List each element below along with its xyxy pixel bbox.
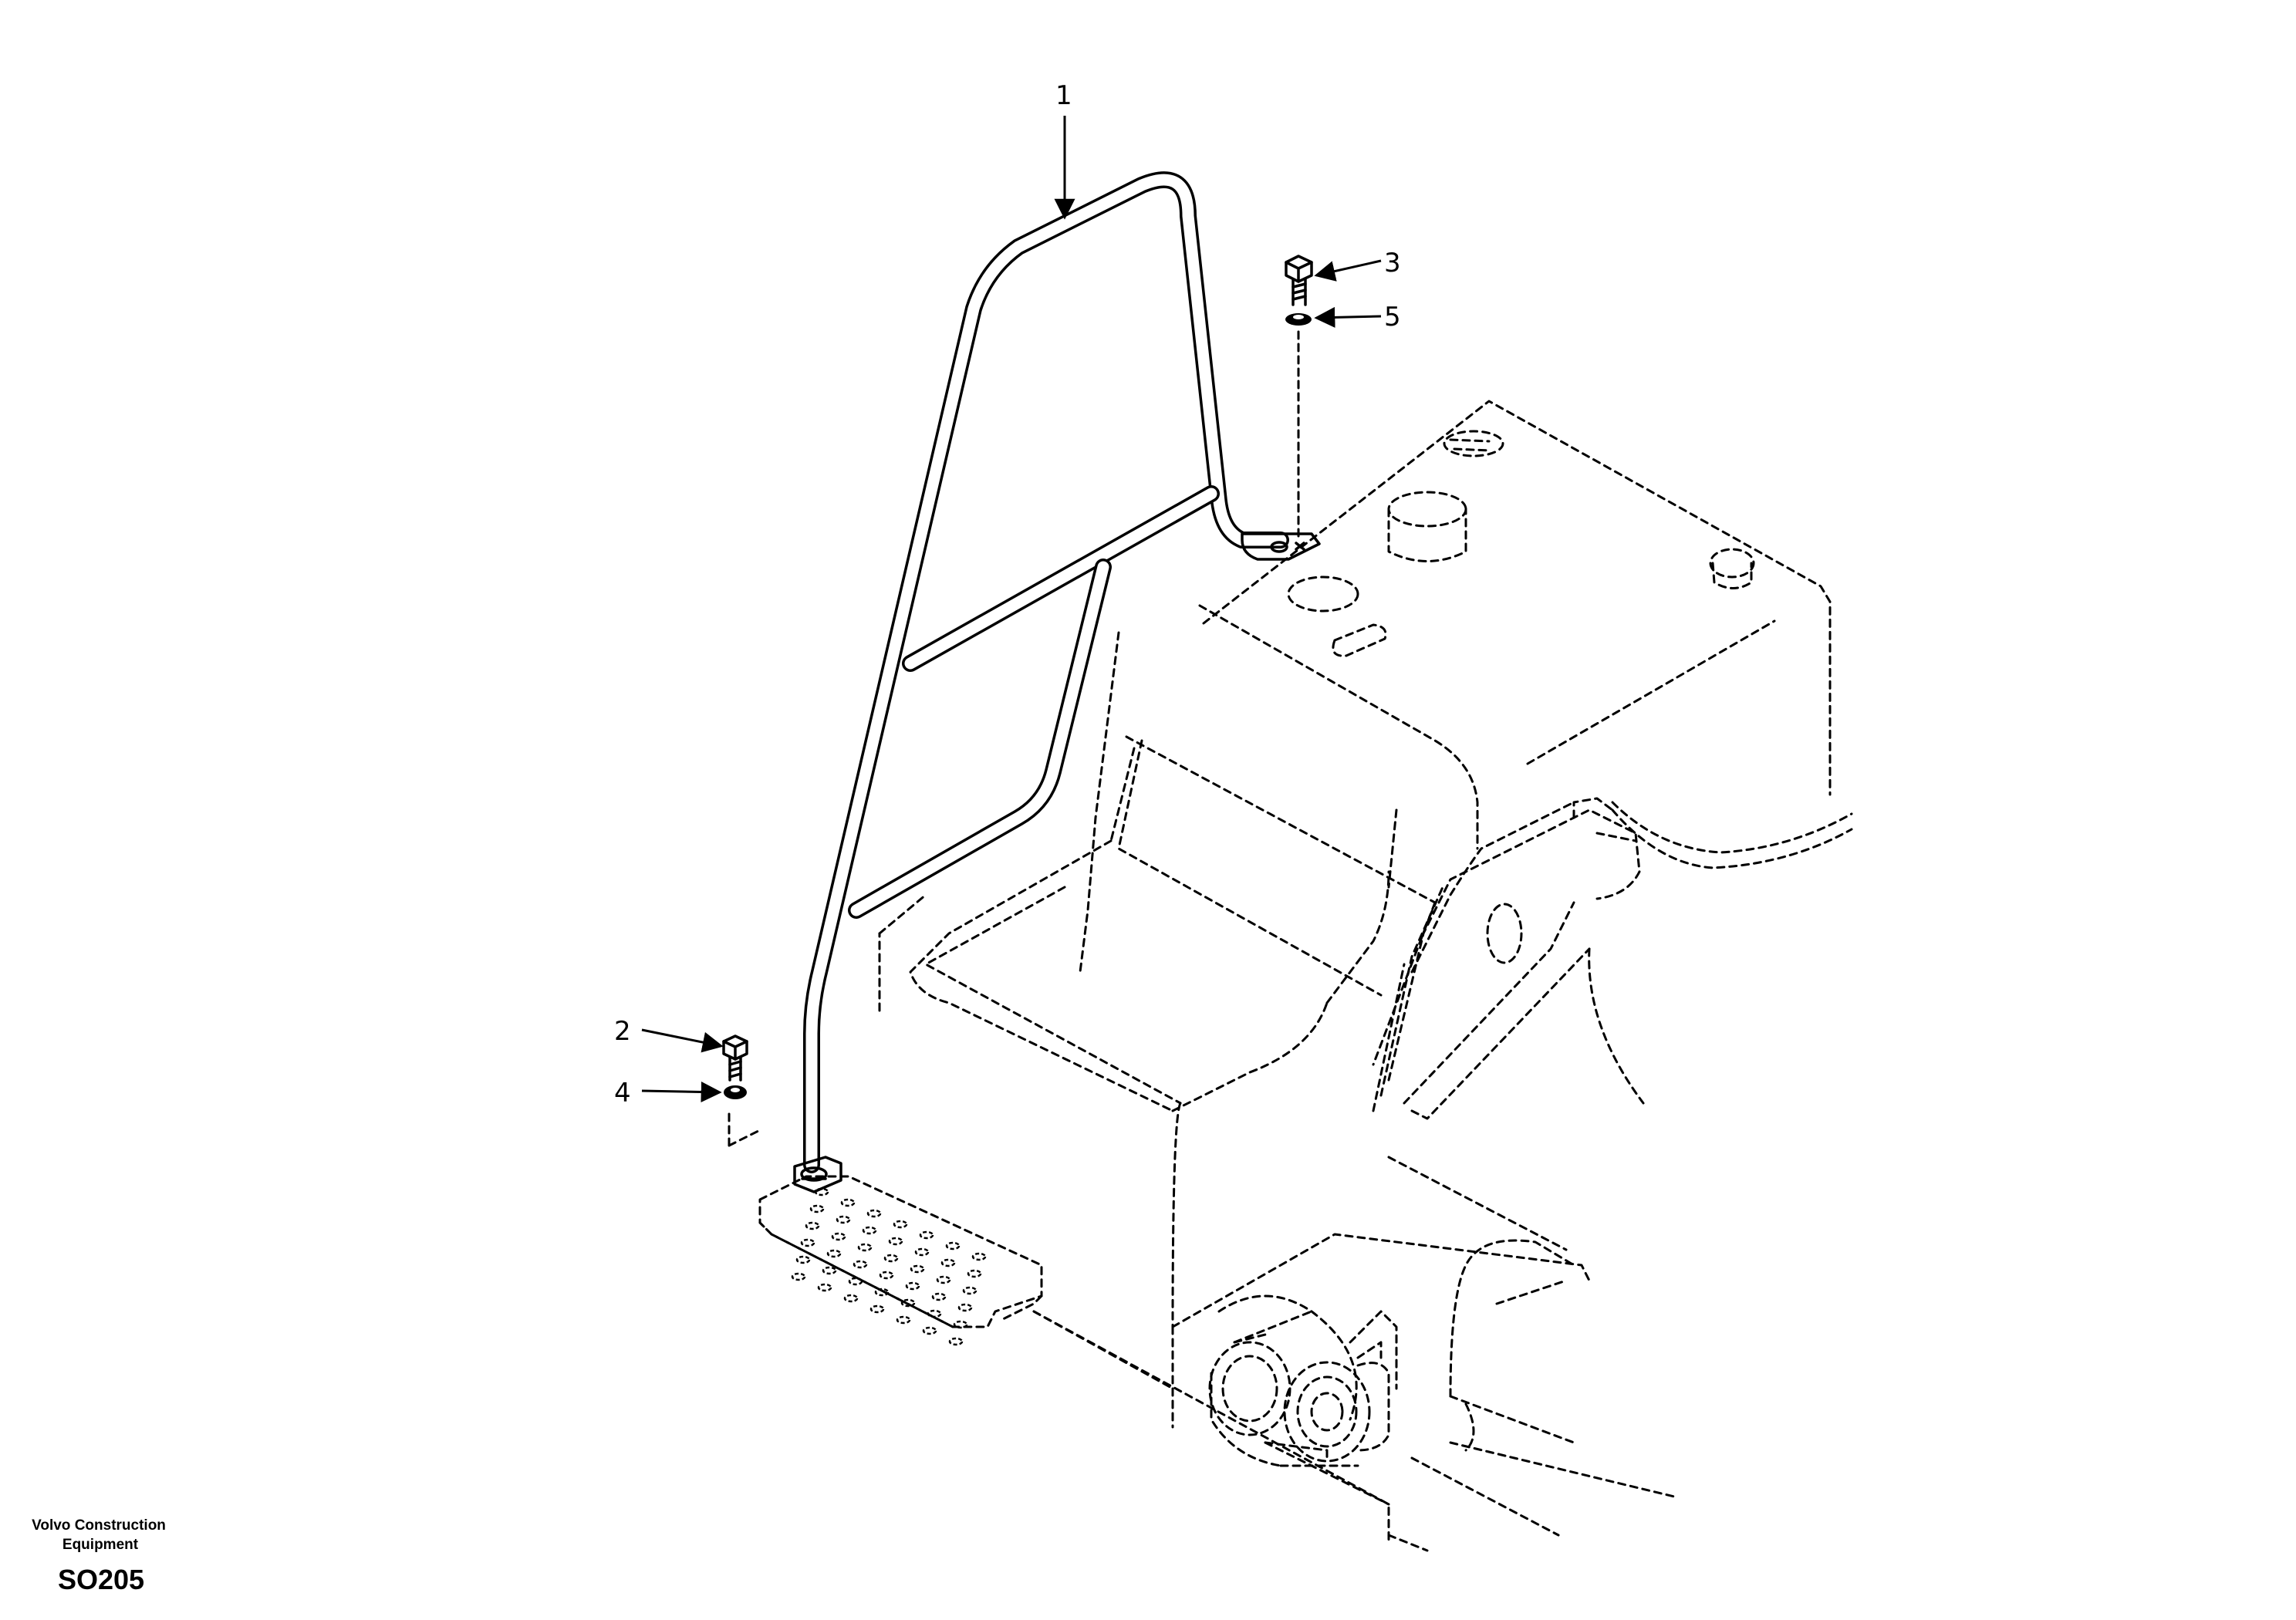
step-hole bbox=[888, 1237, 903, 1246]
step-hole bbox=[910, 1264, 925, 1274]
step-hole bbox=[905, 1281, 920, 1291]
step-hole bbox=[866, 1209, 882, 1218]
step-hole bbox=[945, 1241, 961, 1250]
step-hole bbox=[900, 1298, 916, 1308]
step-hole bbox=[831, 1232, 846, 1241]
washer-part-5 bbox=[1285, 313, 1312, 326]
step-hole bbox=[914, 1247, 930, 1257]
step-hole bbox=[874, 1288, 890, 1297]
callout-2: 2 bbox=[614, 1016, 631, 1047]
company-name-line-2: Equipment bbox=[62, 1537, 139, 1553]
bolt-part-3 bbox=[1285, 255, 1313, 306]
step-hole bbox=[869, 1304, 885, 1314]
step-hole bbox=[967, 1269, 982, 1278]
step-hole bbox=[848, 1277, 863, 1286]
step-hole bbox=[805, 1221, 820, 1230]
drawing-code: SO205 bbox=[58, 1564, 144, 1595]
step-hole bbox=[853, 1260, 868, 1269]
step-hole bbox=[940, 1258, 956, 1267]
step-hole bbox=[857, 1243, 873, 1252]
step-hole bbox=[896, 1315, 911, 1325]
step-hole bbox=[971, 1252, 987, 1261]
step-hole bbox=[822, 1266, 837, 1275]
step-hole bbox=[936, 1275, 951, 1284]
step-plate-pattern bbox=[791, 1187, 987, 1346]
step-hole bbox=[922, 1326, 937, 1335]
washer-part-4 bbox=[724, 1085, 747, 1099]
callout-leaders bbox=[641, 116, 1382, 1103]
callout-1: 1 bbox=[1055, 80, 1072, 111]
step-hole bbox=[843, 1294, 859, 1303]
step-hole bbox=[791, 1272, 806, 1281]
step-hole bbox=[931, 1292, 947, 1301]
callout-3: 3 bbox=[1384, 248, 1401, 278]
step-hole bbox=[862, 1226, 877, 1235]
callout-5: 5 bbox=[1384, 302, 1401, 332]
bolt-part-2 bbox=[722, 1034, 748, 1082]
step-hole bbox=[879, 1271, 894, 1280]
step-hole bbox=[893, 1220, 908, 1229]
step-hole bbox=[919, 1230, 934, 1240]
step-hole bbox=[817, 1283, 832, 1292]
company-name-line-1: Volvo Construction bbox=[32, 1517, 166, 1534]
step-hole bbox=[962, 1286, 977, 1295]
step-hole bbox=[826, 1249, 842, 1258]
step-hole bbox=[809, 1204, 825, 1213]
step-hole bbox=[957, 1303, 973, 1312]
step-hole bbox=[953, 1320, 968, 1329]
handrail-part bbox=[793, 171, 1321, 1193]
step-hole bbox=[927, 1309, 942, 1318]
callout-4: 4 bbox=[614, 1078, 631, 1109]
machine-body-outline bbox=[728, 400, 1853, 1552]
step-hole bbox=[948, 1337, 964, 1346]
step-hole bbox=[800, 1238, 815, 1247]
step-hole bbox=[883, 1254, 899, 1263]
step-hole bbox=[795, 1255, 811, 1264]
step-hole bbox=[840, 1198, 856, 1207]
step-hole bbox=[836, 1215, 851, 1224]
